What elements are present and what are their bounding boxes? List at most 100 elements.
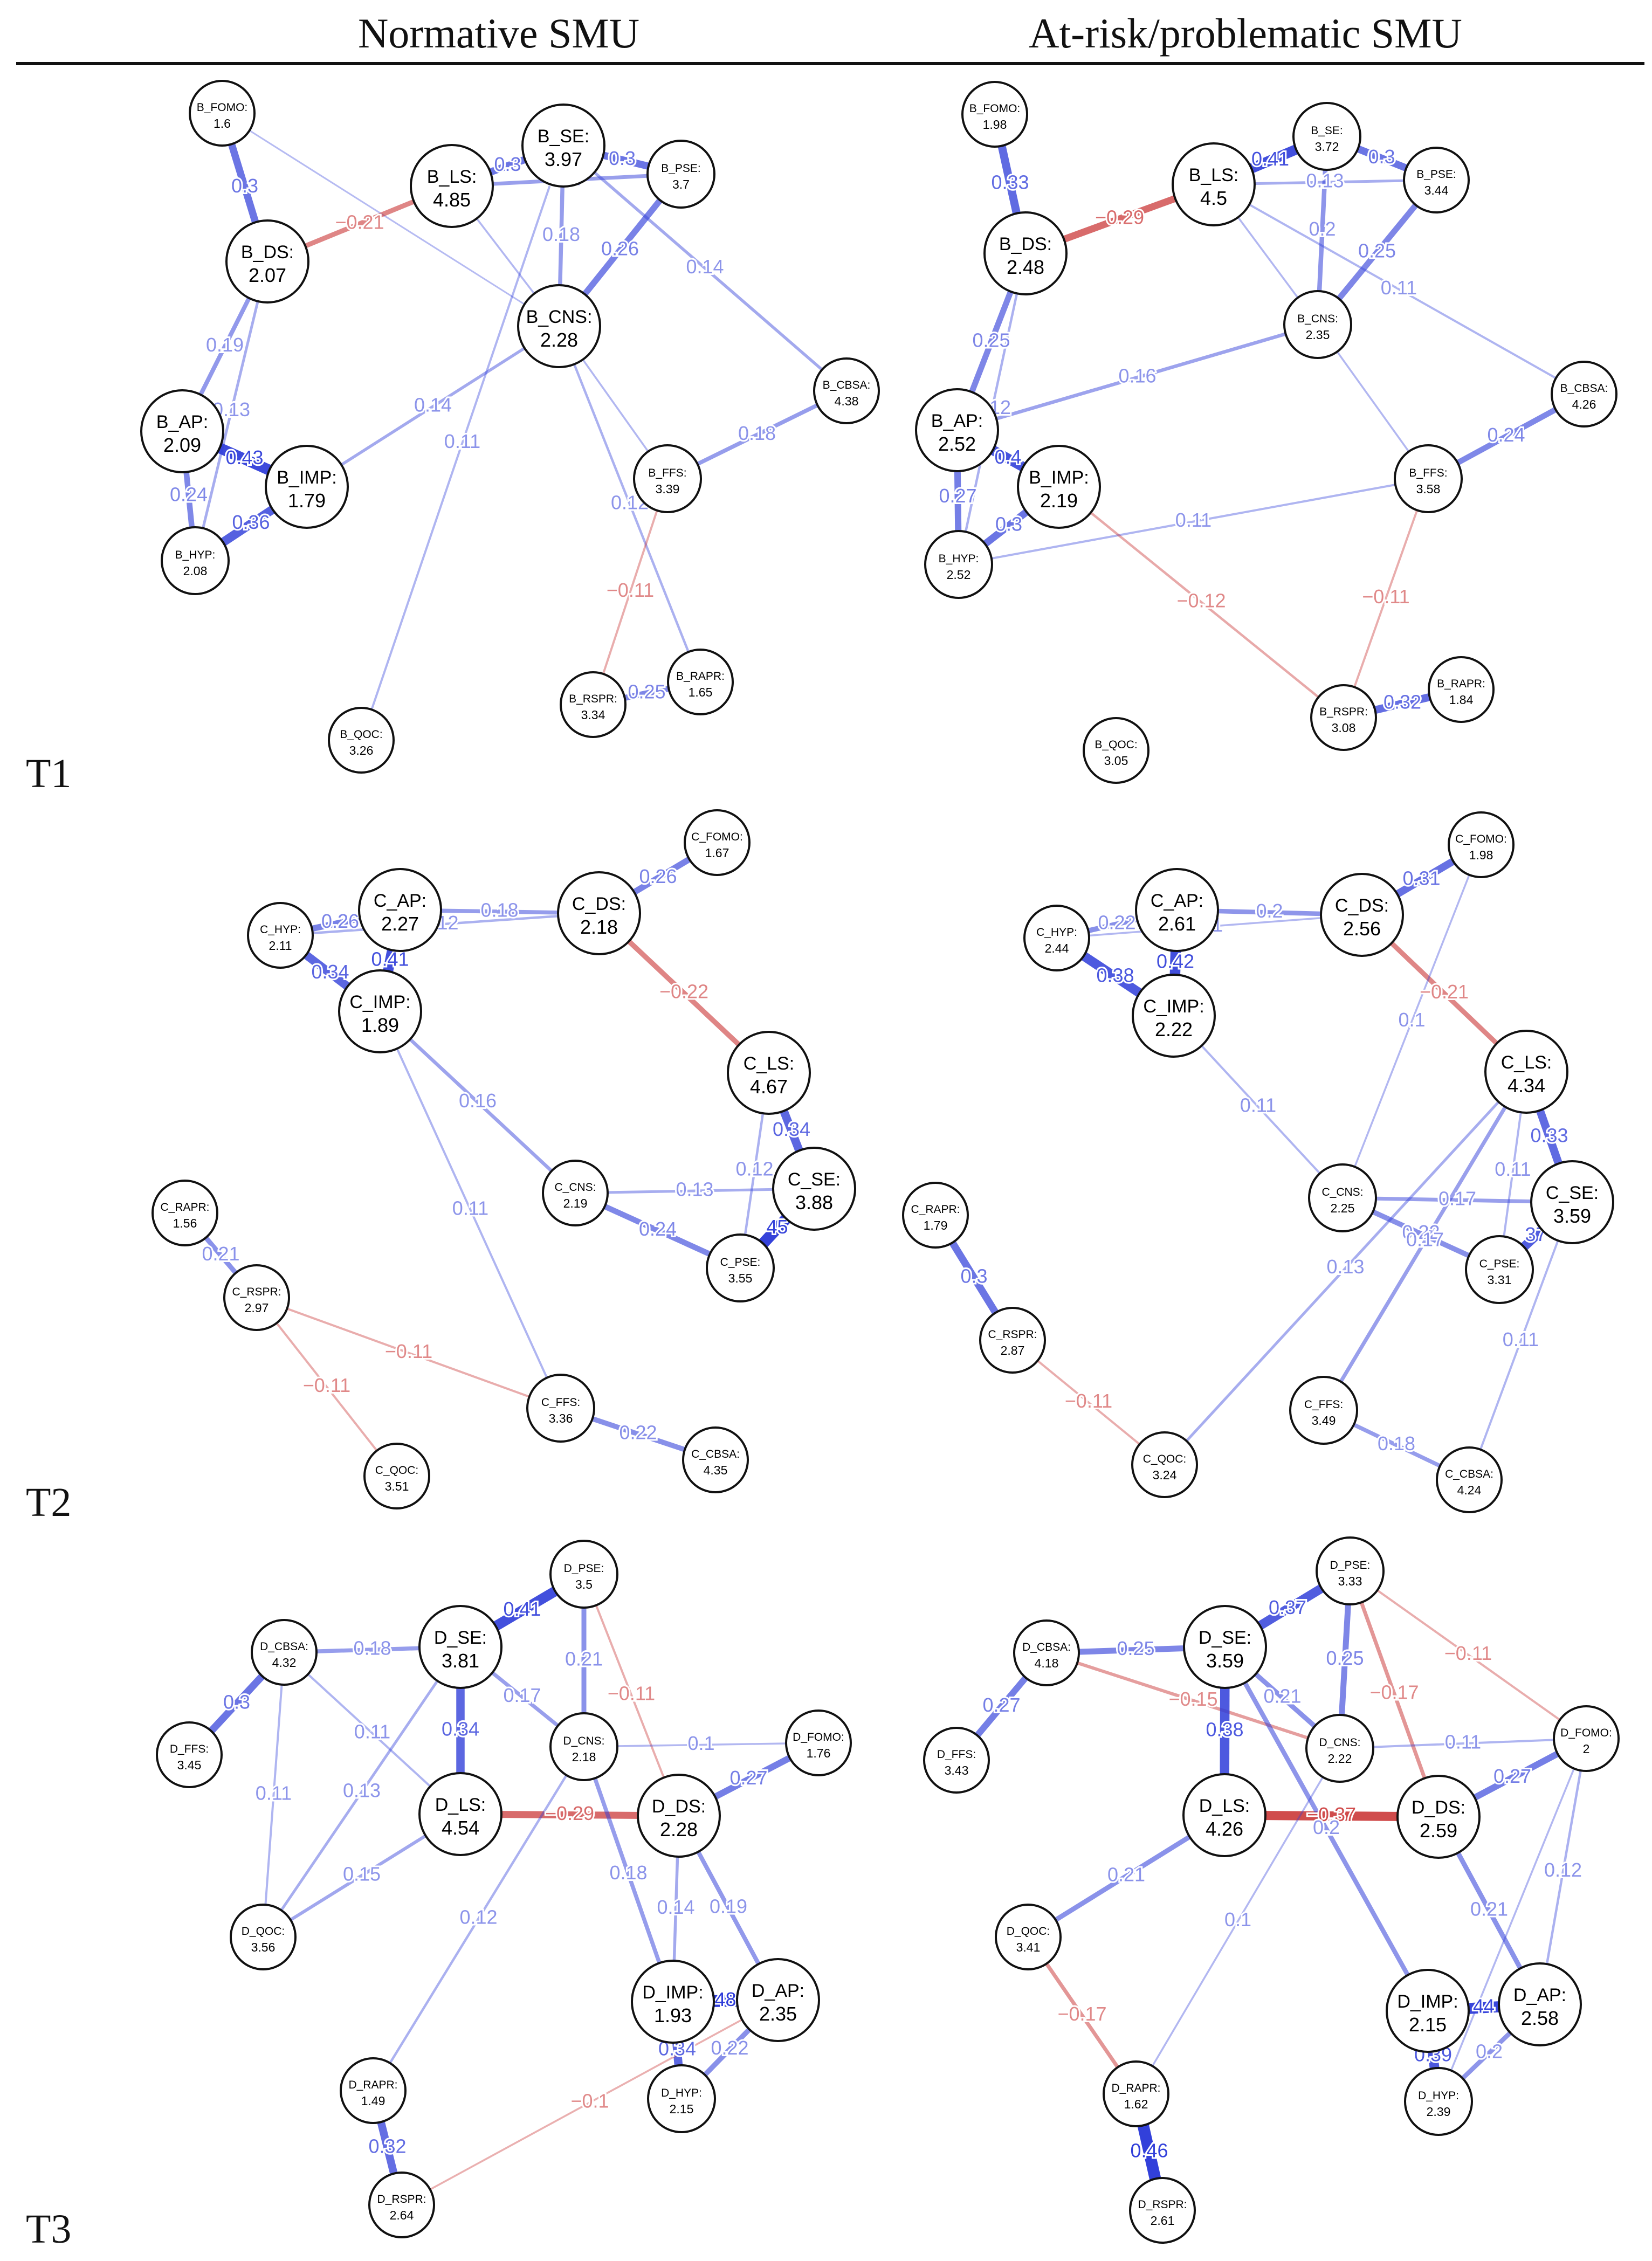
node-circle: [1396, 1775, 1481, 1859]
node-value: 3.7: [672, 177, 690, 191]
edge-weight-label: 0.11: [256, 1782, 292, 1804]
node-circle: [1551, 361, 1617, 428]
node-circle: [979, 1307, 1046, 1374]
edge-weight-label: 48: [714, 1988, 736, 2010]
node-value: 4.24: [1457, 1483, 1482, 1497]
node-value: 3.33: [1338, 1574, 1362, 1588]
node-b-ffs: B_FFS:3.58: [1394, 444, 1463, 513]
node-value: 1.49: [361, 2094, 386, 2108]
node-value: 4.85: [433, 189, 471, 211]
edge-c-imp-c-ffs: [379, 1011, 562, 1409]
node-name: C_RSPR:: [988, 1328, 1037, 1341]
node-circle: [225, 219, 309, 304]
node-d-rspr: D_RSPR:2.64: [368, 2172, 435, 2238]
node-d-ap: D_AP:2.35: [736, 1958, 820, 2042]
node-c-se: C_SE:3.59: [1530, 1160, 1614, 1244]
node-circle: [1316, 1536, 1385, 1605]
node-circle: [265, 445, 349, 529]
node-value: 4.32: [272, 1656, 297, 1670]
node-name: B_AP:: [931, 411, 983, 431]
node-value: 2.22: [1328, 1752, 1352, 1766]
node-value: 2.44: [1045, 941, 1069, 955]
edge-weight-label: 0.42: [1157, 950, 1194, 973]
node-value: 2.56: [1343, 918, 1381, 940]
node-d-rapr: D_RAPR: 1.49: [340, 2057, 407, 2124]
node-circle: [915, 388, 999, 472]
node-name: C_CNS:: [1321, 1186, 1363, 1198]
node-circle: [1403, 147, 1470, 213]
node-name: C_QOC:: [1143, 1453, 1187, 1465]
edge-d-cbsa-d-qoc: [262, 1652, 285, 1938]
node-name: D_IMP:: [1397, 1991, 1458, 2012]
edge-weight-label: 0.2: [1256, 900, 1283, 922]
node-circle: [1292, 102, 1361, 171]
node-d-imp: D_IMP:2.15: [1386, 1969, 1470, 2053]
node-circle: [924, 530, 993, 599]
node-name: C_PSE:: [720, 1256, 761, 1269]
node-d-ffs: D_FFS:3.43: [923, 1727, 990, 1794]
node-d-pse: D_PSE:3.5: [549, 1540, 618, 1609]
node-name: B_FOMO:: [197, 101, 248, 114]
node-circle: [1320, 873, 1404, 957]
edge-weight-label: 0.26: [639, 865, 677, 887]
node-value: 1.76: [807, 1746, 831, 1760]
node-name: D_CBSA:: [260, 1640, 308, 1653]
edge-weight-label: 0.11: [1445, 1731, 1481, 1753]
node-value: 1.56: [173, 1216, 197, 1230]
edge-weight-label: 0.32: [368, 2135, 406, 2157]
node-circle: [1132, 974, 1216, 1058]
node-name: D_RAPR:: [348, 2079, 397, 2091]
node-d-fomo: D_FOMO:1.76: [785, 1709, 852, 1776]
node-name: D_RSPR:: [1138, 2198, 1187, 2211]
edge-weight-label: 0.16: [1118, 365, 1156, 387]
edge-weight-label: 0.11: [1503, 1328, 1539, 1350]
edge-weight-label: 0.34: [773, 1118, 810, 1140]
node-name: C_IMP:: [1143, 996, 1204, 1017]
edge-weight-label: −0.17: [1369, 1681, 1419, 1704]
node-value: 2.61: [1158, 913, 1196, 935]
edge-d-se-d-imp: [1223, 1645, 1430, 2012]
node-value: 3.36: [549, 1411, 573, 1425]
node-b-hyp: B_HYP:2.52: [924, 530, 993, 599]
edge-weight-label: 0.3: [609, 147, 636, 169]
edge-weight-label: 0.27: [1493, 1765, 1531, 1787]
node-circle: [813, 357, 880, 424]
node-name: C_AP:: [374, 891, 426, 911]
node-b-ds: B_DS:2.48: [983, 211, 1068, 295]
node-circle: [560, 671, 627, 738]
edge-b-ap-b-cns: [956, 322, 1318, 432]
node-value: 3.44: [1424, 183, 1449, 197]
node-b-fomo: B_FOMO:1.6: [189, 80, 256, 147]
node-d-ls: D_LS:4.26: [1182, 1773, 1266, 1857]
node-d-ffs: D_FFS:3.45: [156, 1721, 223, 1788]
node-b-ls: B_LS:4.85: [410, 144, 494, 228]
node-circle: [961, 81, 1028, 148]
node-circle: [189, 80, 256, 147]
node-value: 1.84: [1449, 693, 1474, 707]
edge-weight-label: 0.2: [1309, 218, 1336, 240]
node-value: 2.35: [759, 2003, 797, 2025]
node-value: 2.27: [381, 913, 419, 935]
edge-weight-label: 0.18: [738, 422, 776, 444]
edge-weight-label: 0.21: [1107, 1864, 1145, 1886]
node-name: D_CNS:: [563, 1735, 604, 1747]
node-d-hyp: D_HYP:2.15: [647, 2064, 716, 2133]
node-name: C_DS:: [1335, 895, 1389, 916]
header-atrisk: At-risk/problematic SMU: [1029, 10, 1462, 57]
edge-weight-label: −0.11: [385, 1340, 432, 1362]
edge-d-cns-d-rapr: [1135, 1748, 1341, 2094]
edge-weight-label: 0.1: [1398, 1009, 1425, 1031]
node-c-ffs: C_FFS:3.36: [526, 1374, 595, 1443]
edge-weight-label: 0.12: [459, 1906, 497, 1928]
edge-weight-label: 0.27: [729, 1767, 767, 1789]
node-value: 4.67: [750, 1076, 788, 1098]
node-c-hyp: C_HYP:2.44: [1023, 905, 1090, 971]
node-d-imp: D_IMP:1.93: [631, 1960, 715, 2044]
node-value: 1.93: [654, 2004, 692, 2026]
edge-d-cns-d-fomo: [583, 1742, 819, 1748]
edge-weight-label: 0.17: [1438, 1188, 1476, 1210]
node-value: 3.5: [575, 1577, 593, 1591]
node-d-ls: D_LS:4.54: [418, 1772, 503, 1856]
edge-c-ls-c-ffs: [1321, 1071, 1529, 1411]
